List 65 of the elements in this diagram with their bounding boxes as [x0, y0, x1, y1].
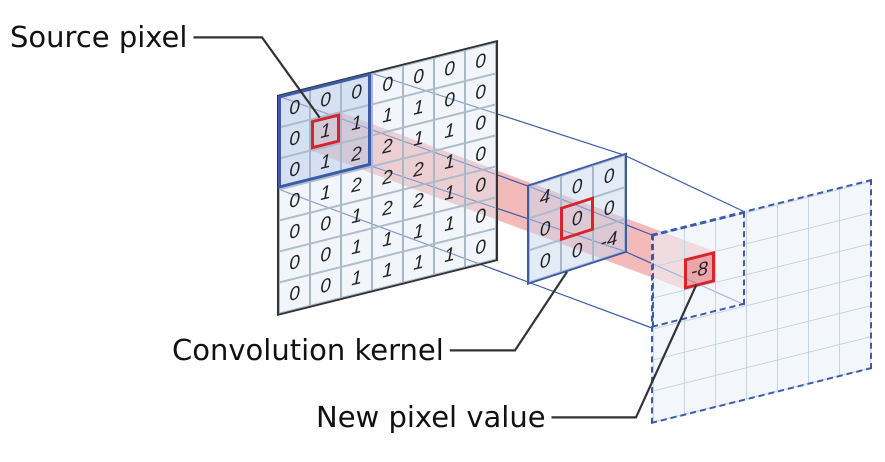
grid-number: 0 — [289, 190, 300, 212]
grid-number: 1 — [413, 97, 424, 120]
grid-number: 1 — [351, 236, 362, 258]
kernel-value: 0 — [540, 250, 550, 272]
grid-number: 0 — [444, 58, 455, 80]
grid-number: 1 — [444, 152, 455, 174]
grid-number: 1 — [351, 112, 362, 134]
grid-number: 0 — [320, 90, 331, 112]
grid-number: 0 — [289, 283, 300, 305]
grid-number: 0 — [382, 74, 393, 96]
grid-number: 1 — [413, 221, 424, 244]
grid-number: 1 — [351, 206, 362, 228]
grid-number: 0 — [320, 214, 331, 236]
grid-number: 1 — [444, 120, 455, 142]
grid-number: 0 — [475, 50, 486, 73]
grid-number: 2 — [413, 159, 424, 182]
grid-number: 0 — [289, 97, 300, 119]
grid-number: 1 — [320, 182, 331, 204]
grid-number: 1 — [382, 229, 393, 251]
kernel-value: 0 — [572, 240, 582, 262]
grid-number: 1 — [382, 105, 393, 127]
grid-number: 1 — [382, 260, 393, 282]
grid-number: 0 — [475, 82, 486, 104]
kernel-value: -4 — [600, 228, 618, 253]
grid-number: 0 — [475, 112, 486, 135]
grid-number: 0 — [475, 236, 486, 259]
source-pixel-box: 1 — [311, 113, 340, 150]
grid-number: 0 — [475, 144, 486, 166]
kernel-value: 0 — [604, 165, 614, 188]
grid-number: 0 — [475, 174, 486, 197]
grid-number: 0 — [320, 244, 331, 266]
grid-number: 2 — [351, 174, 362, 196]
kernel-value: 0 — [540, 218, 550, 240]
grid-number: 2 — [382, 136, 393, 158]
grid-number: 0 — [413, 66, 424, 88]
grid-number: 1 — [444, 244, 455, 266]
grid-number: 1 — [413, 252, 424, 274]
grid-number: 0 — [444, 90, 455, 112]
grid-number: 2 — [382, 167, 393, 189]
grid-number: 0 — [289, 159, 300, 181]
grid-number: 2 — [413, 190, 424, 212]
grid-number: 1 — [351, 268, 362, 290]
grid-number: 1 — [444, 182, 455, 204]
kernel-value: 0 — [604, 197, 614, 220]
leader-line — [450, 271, 568, 352]
kernel-value: 0 — [572, 176, 582, 198]
grid-number: 0 — [289, 221, 300, 243]
callout-label: Convolution kernel — [172, 333, 444, 368]
grid-number: 2 — [351, 144, 362, 166]
grid-number: 1 — [320, 152, 331, 174]
callout-label: New pixel value — [316, 400, 546, 435]
callout-label: Source pixel — [10, 20, 188, 55]
kernel-value: 4 — [540, 186, 550, 208]
grid-number: 1 — [413, 128, 424, 150]
leader-line — [552, 284, 698, 418]
grid-number: 0 — [289, 128, 300, 150]
output-pixel-box: -8 — [684, 251, 715, 290]
grid-number: 0 — [351, 82, 362, 104]
grid-number: 2 — [382, 198, 393, 220]
grid-number: 0 — [289, 252, 300, 274]
grid-number: 0 — [475, 206, 486, 228]
grid-number: 0 — [320, 276, 331, 298]
leader-line — [194, 36, 321, 118]
grid-number: 1 — [444, 214, 455, 236]
kernel-value: 0 — [572, 208, 582, 230]
